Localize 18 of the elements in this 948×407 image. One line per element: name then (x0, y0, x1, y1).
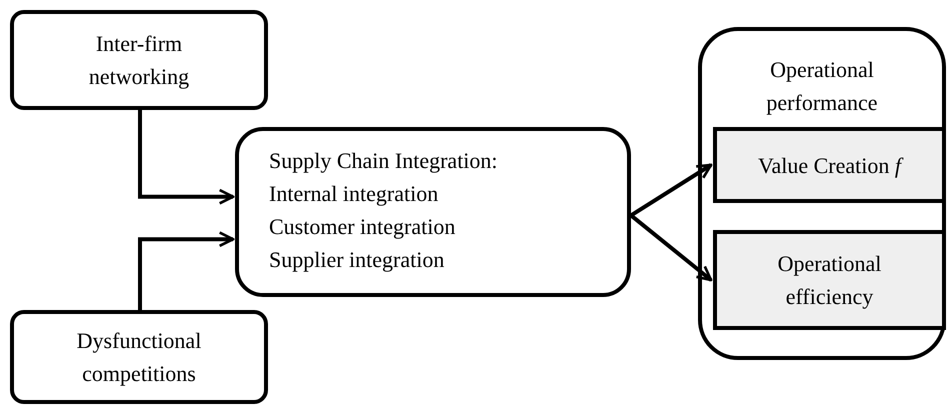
process-box (235, 127, 631, 297)
arrow (630, 214, 712, 282)
process-box (713, 230, 946, 330)
node-label: Value Creation f (758, 148, 901, 182)
arrow (138, 231, 234, 310)
arrow (630, 163, 712, 218)
node-label: Operational efficiency (776, 250, 882, 311)
heading: Supply Chain Integration: (269, 147, 499, 175)
list-item: Internal integration (269, 180, 440, 208)
list-item: Supplier integration (269, 246, 446, 274)
node-label: Operational performance (765, 56, 879, 117)
node-label: Dysfunctional competitions (76, 327, 202, 388)
arrow (138, 110, 234, 205)
process-box (10, 310, 268, 404)
process-box (10, 10, 268, 110)
list-item: Customer integration (269, 213, 456, 241)
node-label: Inter-firm networking (88, 30, 190, 91)
group-box (698, 27, 946, 360)
